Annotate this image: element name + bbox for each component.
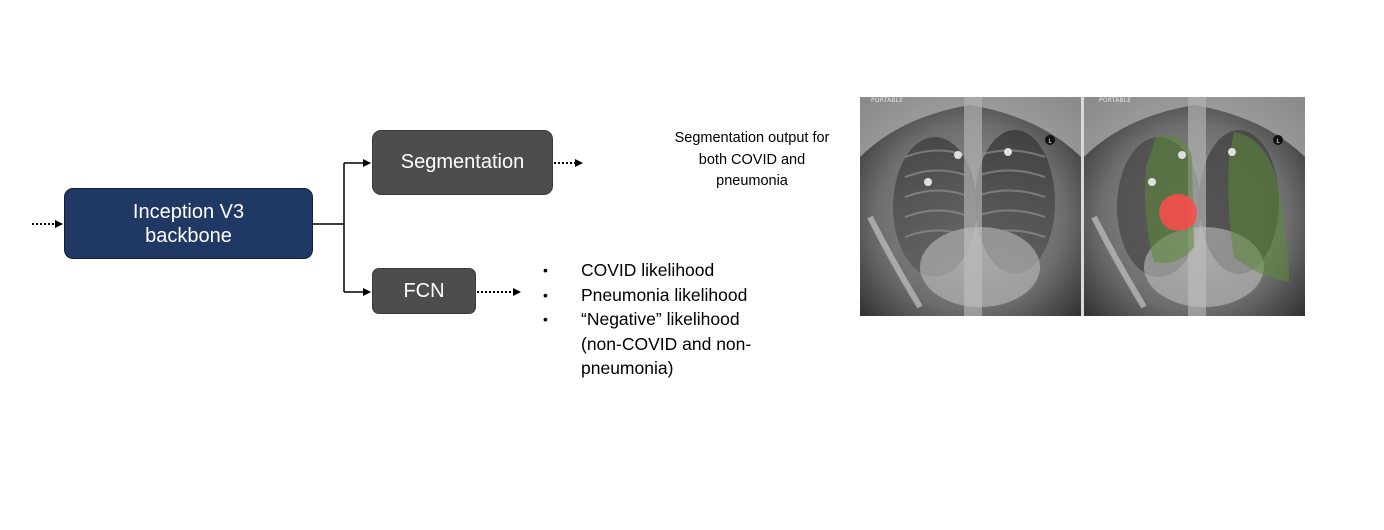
segmentation-node: Segmentation — [372, 130, 553, 195]
image-divider — [1081, 97, 1084, 316]
xray-segmented-image: L PORTABLE — [1084, 97, 1305, 316]
bullet-glyph: • — [543, 286, 548, 303]
inception-backbone-label: Inception V3 backbone — [132, 200, 245, 247]
chest-xray-segmented-graphic: L — [1084, 97, 1305, 316]
list-item-text: “Negative” likelihood (non-COVID and non… — [581, 309, 752, 378]
fcn-label: FCN — [403, 279, 445, 302]
fcn-output-list: • COVID likelihood • Pneumonia likelihoo… — [543, 258, 781, 381]
lesion-segmentation-overlay — [1159, 193, 1198, 231]
bullet-glyph: • — [543, 262, 548, 278]
lung-segmentation-overlay-left — [1228, 132, 1289, 282]
list-item-text: COVID likelihood — [581, 260, 715, 280]
list-item: • “Negative” likelihood (non-COVID and n… — [543, 307, 781, 381]
portable-tag: PORTABLE — [1099, 97, 1132, 104]
list-item: • COVID likelihood — [543, 258, 781, 283]
bullet-glyph: • — [543, 311, 548, 327]
segmentation-label: Segmentation — [400, 151, 525, 173]
inception-backbone-node: Inception V3 backbone — [64, 188, 313, 259]
list-item: • Pneumonia likelihood — [543, 283, 781, 308]
chest-xray-graphic: L — [860, 97, 1081, 316]
segmentation-output-caption: Segmentation output for both COVID and p… — [674, 130, 830, 189]
fcn-node: FCN — [372, 268, 476, 314]
list-item-text: Pneumonia likelihood — [581, 284, 748, 305]
xray-original-image: L PORTABLE — [860, 97, 1081, 316]
portable-tag: PORTABLE — [871, 97, 904, 104]
laterality-marker: L — [1048, 138, 1052, 145]
laterality-marker: L — [1276, 138, 1280, 145]
xray-image-panel: L PORTABLE — [860, 97, 1305, 316]
